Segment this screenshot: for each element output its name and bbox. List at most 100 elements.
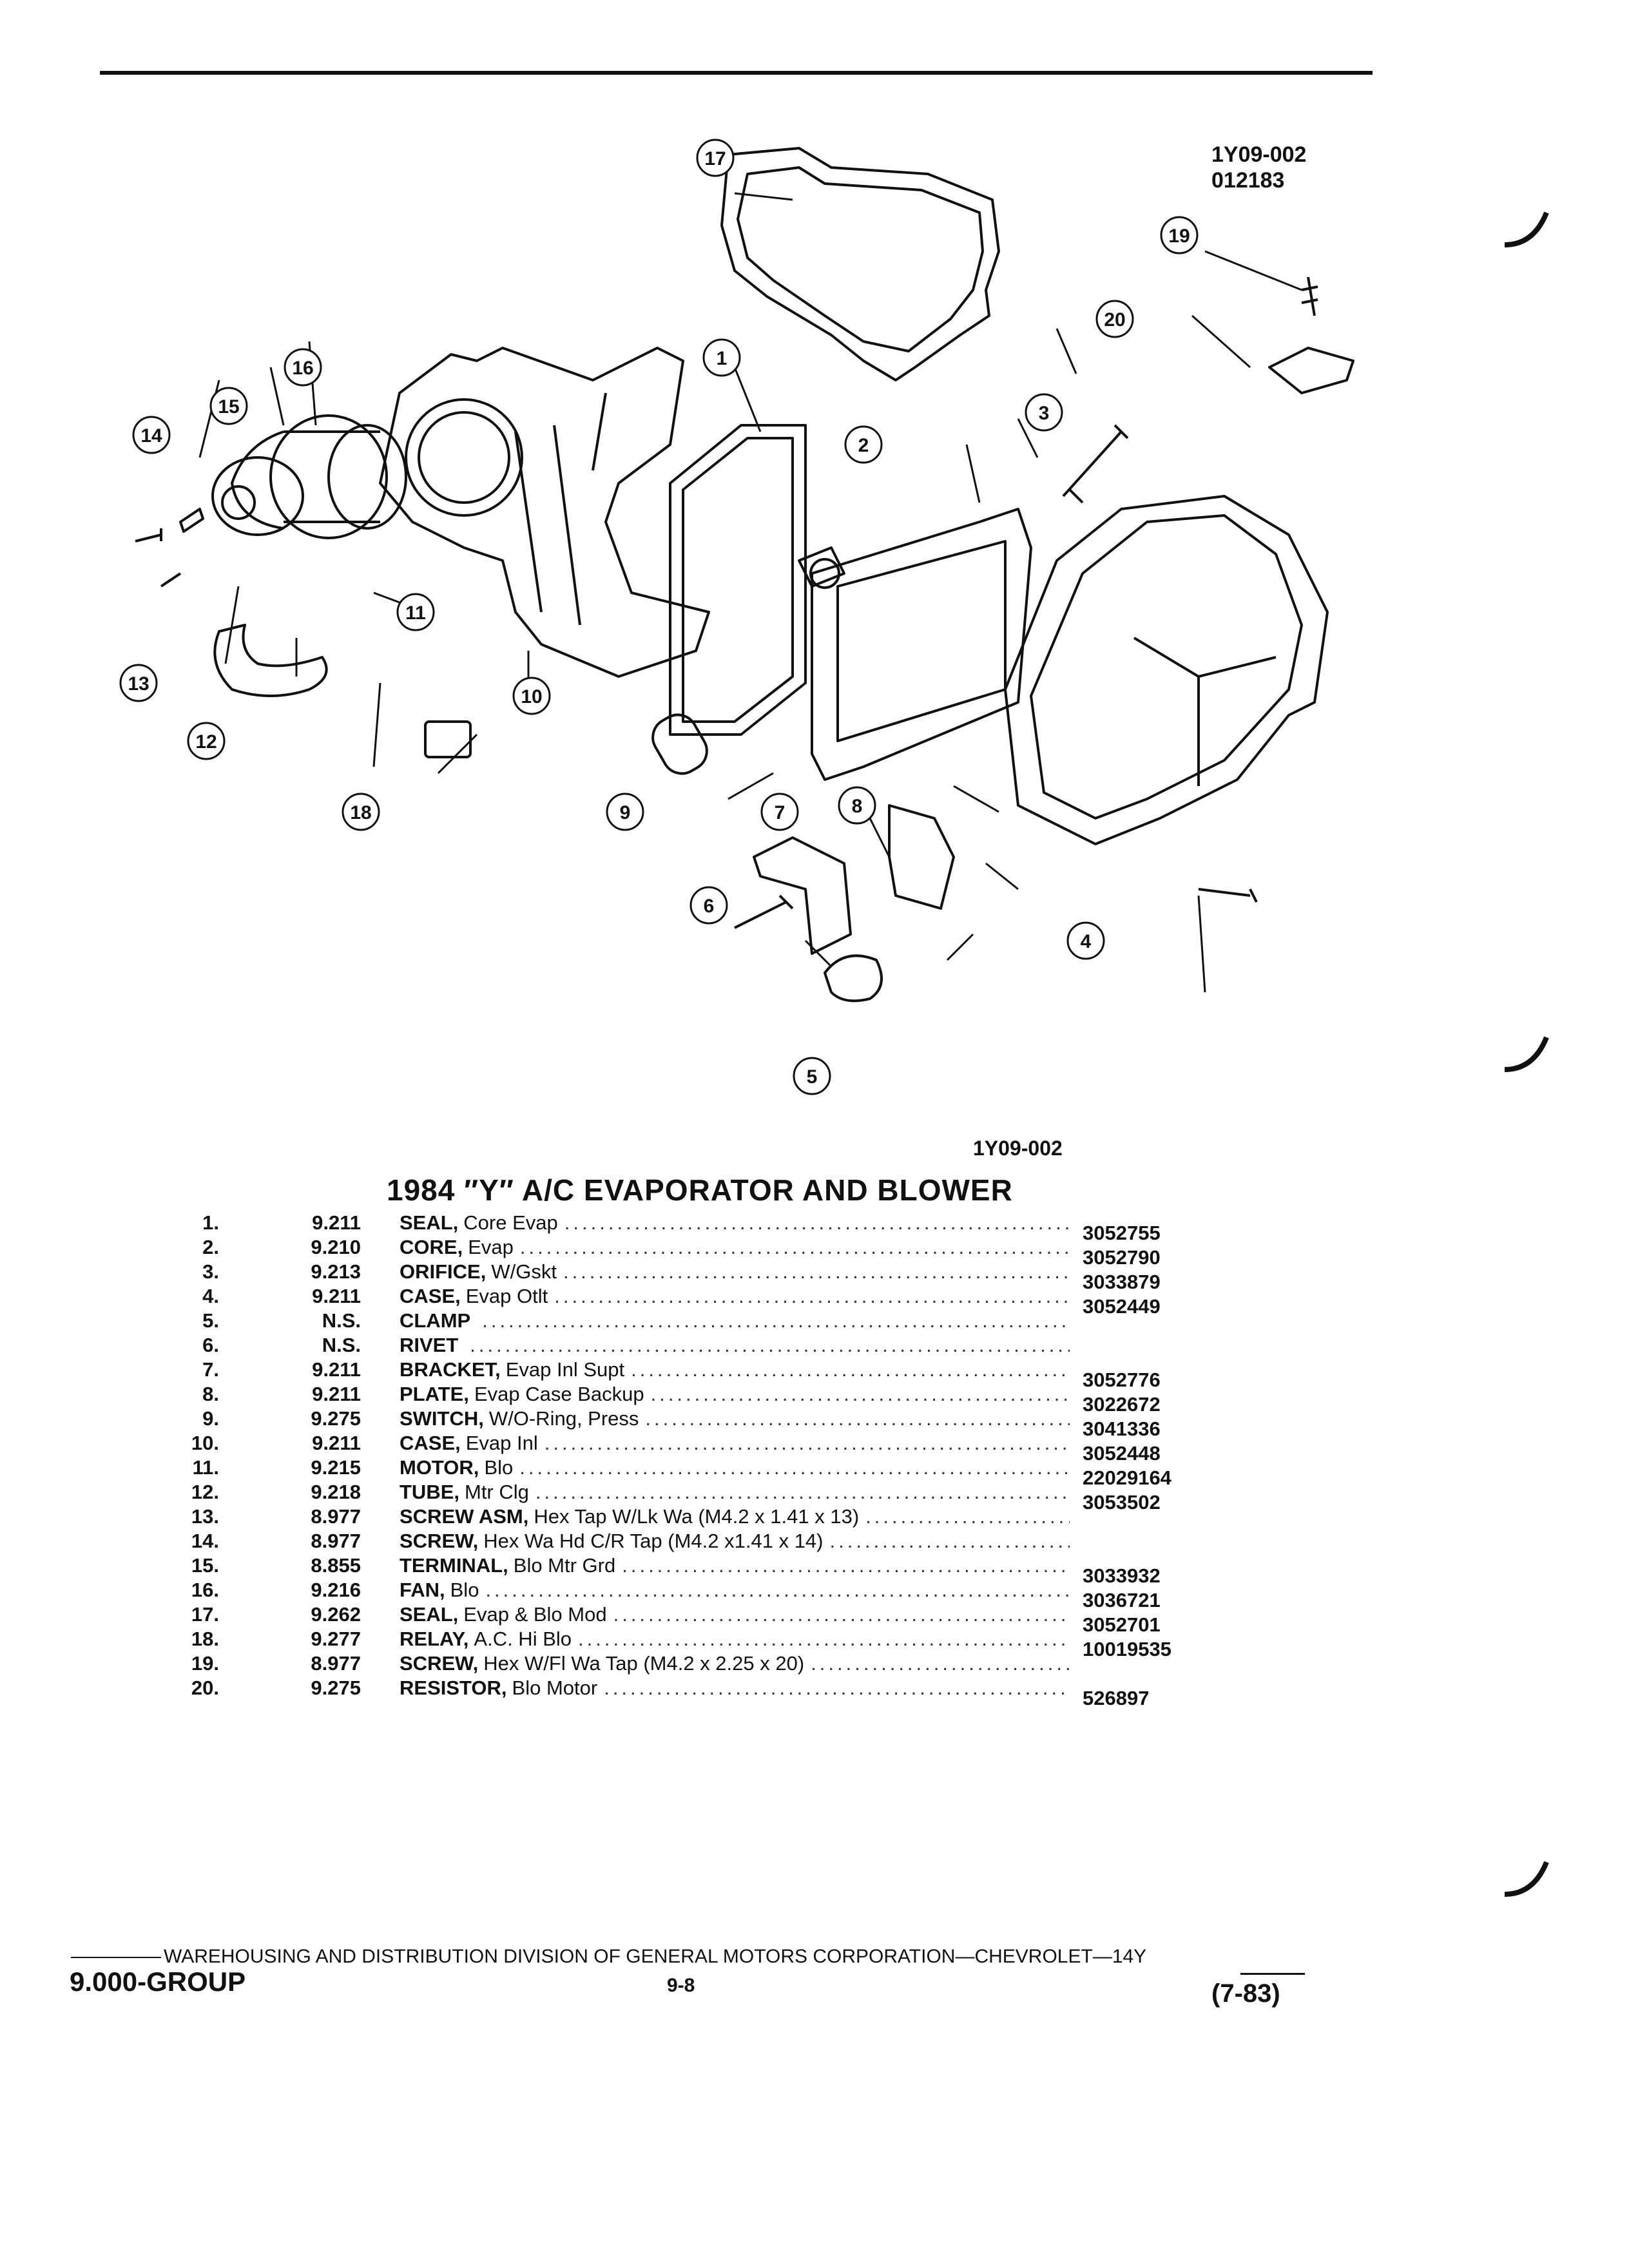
callout-1: 1 <box>702 338 741 377</box>
part-description: PLATE,Evap Case Backup..................… <box>400 1383 1070 1406</box>
item-number: 19. <box>191 1652 219 1675</box>
footer-date: (7-83) <box>1211 1979 1280 2008</box>
part-name: FAN, <box>400 1579 445 1601</box>
part-number: 3022672 <box>1083 1393 1161 1416</box>
part-description: CASE,Evap Inl...........................… <box>400 1432 1070 1455</box>
part-detail: Blo <box>450 1579 479 1601</box>
item-number: 16. <box>191 1579 219 1601</box>
clamp <box>824 954 883 1003</box>
diagram-caption-code: 1Y09-002 <box>973 1137 1063 1160</box>
footer-publisher-line: WAREHOUSING AND DISTRIBUTION DIVISION OF… <box>71 1946 1146 1968</box>
part-description: CLAMP...................................… <box>400 1309 1070 1332</box>
evaporator-core <box>811 508 1032 781</box>
callout-6: 6 <box>689 886 728 925</box>
part-detail: Evap & Blo Mod <box>463 1603 607 1626</box>
leader-dots: ........................................… <box>482 1309 1070 1332</box>
callout-18: 18 <box>342 793 380 831</box>
leader-dots: ........................................… <box>811 1652 1070 1675</box>
part-name: SCREW ASM, <box>400 1505 529 1528</box>
part-name: ORIFICE, <box>400 1260 487 1283</box>
item-number: 1. <box>202 1211 219 1234</box>
footer-rule <box>1240 1973 1305 1975</box>
part-name: CLAMP <box>400 1309 471 1332</box>
group-number: 9.211 <box>312 1211 361 1234</box>
svg-text:6: 6 <box>704 896 715 917</box>
leader-dots: ........................................… <box>519 1236 1070 1258</box>
leader-dots: ........................................… <box>578 1628 1070 1650</box>
callout-8: 8 <box>838 786 876 825</box>
cooling-tube <box>213 624 328 697</box>
part-name: RESISTOR, <box>400 1677 507 1699</box>
callout-15: 15 <box>209 387 248 425</box>
core-seal <box>669 424 807 736</box>
part-name: PLATE, <box>400 1383 469 1405</box>
svg-text:7: 7 <box>775 802 786 823</box>
group-number: N.S. <box>322 1334 361 1356</box>
evap-inlet-bracket <box>753 836 852 955</box>
leader-dots: ........................................… <box>535 1481 1070 1503</box>
part-description: SEAL,Evap & Blo Mod.....................… <box>400 1603 1070 1626</box>
leader-dots: ........................................… <box>564 1211 1070 1234</box>
part-detail: Hex Wa Hd C/R Tap (M4.2 x1.41 x 14) <box>483 1530 824 1552</box>
blower-motor <box>211 456 304 536</box>
evap-case-backup-plate <box>888 804 955 910</box>
callout-7: 7 <box>760 793 799 831</box>
relay <box>424 720 472 758</box>
orifice <box>1062 424 1129 504</box>
item-number: 4. <box>202 1285 219 1307</box>
part-description: SEAL,Core Evap..........................… <box>400 1211 1070 1235</box>
svg-text:19: 19 <box>1168 226 1190 247</box>
diagram-reference: 1Y09-002 012183 <box>1211 142 1306 193</box>
part-detail: Evap Otlt <box>465 1285 548 1307</box>
part-description: MOTOR,Blo...............................… <box>400 1456 1070 1479</box>
part-description: RESISTOR,Blo Motor......................… <box>400 1677 1070 1700</box>
leader-dots: ........................................… <box>563 1260 1070 1283</box>
svg-text:12: 12 <box>195 731 217 753</box>
footer-group: 9.000-GROUP <box>70 1966 246 1997</box>
part-number: 3033879 <box>1083 1271 1161 1293</box>
item-number: 13. <box>191 1505 219 1528</box>
leader-dots: ........................................… <box>622 1554 1070 1577</box>
part-number: 3052449 <box>1083 1295 1161 1318</box>
item-number: 20. <box>191 1677 219 1699</box>
part-name: SEAL, <box>400 1603 459 1626</box>
callout-14: 14 <box>132 416 171 454</box>
part-description: RELAY,A.C. Hi Blo.......................… <box>400 1628 1070 1651</box>
callout-9: 9 <box>606 793 644 831</box>
leader-dots: ........................................… <box>865 1505 1070 1528</box>
svg-text:20: 20 <box>1104 309 1125 331</box>
part-number: 3052448 <box>1083 1442 1161 1465</box>
svg-text:11: 11 <box>405 602 426 624</box>
part-name: SWITCH, <box>400 1407 484 1430</box>
group-number: 8.977 <box>311 1505 361 1528</box>
part-name: RELAY, <box>400 1628 469 1650</box>
diagram-date: 012183 <box>1211 168 1285 193</box>
blower-fan <box>269 414 388 539</box>
part-name: CORE, <box>400 1236 463 1258</box>
part-description: TUBE,Mtr Clg............................… <box>400 1481 1070 1504</box>
exploded-parts-diagram: 17 19 20 1 3 2 16 15 14 11 13 10 12 18 9… <box>119 139 1354 1095</box>
leader-dots: ........................................… <box>613 1603 1070 1626</box>
part-description: SCREW,Hex Wa Hd C/R Tap (M4.2 x1.41 x 14… <box>400 1530 1070 1553</box>
part-detail: A.C. Hi Blo <box>474 1628 572 1650</box>
svg-text:14: 14 <box>140 425 162 447</box>
binder-hook-mark <box>1504 1036 1549 1072</box>
part-name: RIVET <box>400 1334 459 1356</box>
leader-dots: ........................................… <box>519 1456 1070 1479</box>
part-name: CASE, <box>400 1285 461 1307</box>
part-detail: Core Evap <box>463 1211 558 1234</box>
group-number: 9.211 <box>312 1432 361 1454</box>
part-number: 3036721 <box>1083 1589 1161 1611</box>
part-description: FAN,Blo.................................… <box>400 1579 1070 1602</box>
callout-3: 3 <box>1025 393 1063 432</box>
part-number: 3052701 <box>1083 1613 1161 1636</box>
part-detail: W/O-Ring, Press <box>488 1407 639 1430</box>
part-number: 3052755 <box>1083 1222 1161 1244</box>
